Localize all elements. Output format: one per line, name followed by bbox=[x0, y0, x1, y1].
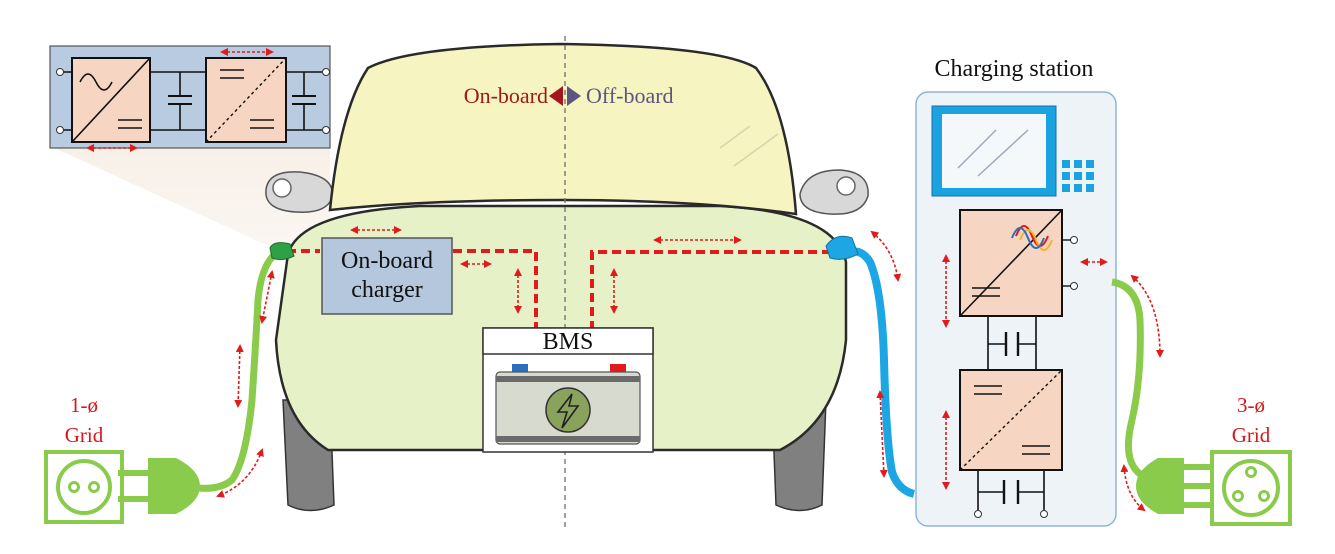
dc-link-capacitor-1 bbox=[168, 72, 192, 130]
acdc-converter-block bbox=[71, 57, 151, 143]
flow-arrow-1ph-b bbox=[234, 344, 244, 408]
single-phase-grid-socket bbox=[44, 450, 124, 524]
battery bbox=[495, 364, 641, 445]
flow-arrow-1ph-a bbox=[259, 270, 275, 324]
ac-plug-head bbox=[269, 242, 295, 261]
grid-3ph-label-top: 3-ø bbox=[1237, 393, 1265, 417]
bms-box bbox=[482, 327, 654, 355]
flow-arrow-dc-a bbox=[870, 230, 902, 282]
dcdc-converter-block bbox=[205, 57, 287, 143]
single-phase-plug-icon bbox=[118, 458, 200, 514]
station-dc-link-capacitor bbox=[987, 316, 1037, 370]
three-phase-grid-socket bbox=[1210, 450, 1292, 526]
station-dcdc-converter bbox=[959, 369, 1063, 471]
on-board-charger: On-board charger bbox=[321, 237, 453, 315]
windshield-glint-1 bbox=[719, 125, 751, 149]
three-phase-plug-icon bbox=[1136, 458, 1212, 514]
dc-plug-head bbox=[825, 235, 859, 260]
grid-1ph-label-top: 1-ø bbox=[70, 393, 98, 417]
right-mirror bbox=[799, 169, 869, 215]
grid-3ph-label-bottom: Grid bbox=[1232, 423, 1271, 447]
off-board-pointer-icon bbox=[567, 86, 581, 106]
on-board-pointer-icon bbox=[549, 86, 563, 106]
station-display bbox=[931, 105, 1057, 197]
bms-label: BMS bbox=[543, 329, 594, 355]
ac-cable-1ph bbox=[197, 246, 284, 492]
bms-to-inlet-link bbox=[590, 250, 836, 330]
flow-arrow-dc-b bbox=[876, 390, 888, 478]
windshield bbox=[328, 42, 798, 216]
dc-link-capacitor-2 bbox=[292, 72, 316, 130]
charger-label-line1: On-board bbox=[341, 248, 433, 274]
charger-label-line2: charger bbox=[351, 277, 423, 303]
charging-station bbox=[915, 91, 1117, 527]
left-mirror bbox=[265, 171, 334, 213]
windshield-glint-2 bbox=[733, 133, 779, 167]
off-board-label: Off-board bbox=[586, 83, 674, 108]
ac-cable-3ph bbox=[1111, 278, 1158, 487]
flow-arrow-3ph-a bbox=[1130, 274, 1164, 358]
station-output-capacitor bbox=[974, 470, 1048, 518]
flow-arrow-1ph-c bbox=[216, 448, 264, 498]
converter-detail-panel bbox=[49, 45, 331, 152]
station-acdc-converter bbox=[959, 209, 1078, 317]
charging-station-title: Charging station bbox=[935, 56, 1094, 82]
on-board-label: On-board bbox=[464, 83, 548, 108]
keypad-icon bbox=[1062, 160, 1094, 192]
dc-cable bbox=[842, 247, 916, 498]
lightning-icon bbox=[556, 393, 580, 429]
flow-arrow-3ph-b bbox=[1120, 464, 1146, 512]
grid-1ph-label-bottom: Grid bbox=[65, 423, 104, 447]
bms-battery-unit: BMS bbox=[482, 327, 654, 453]
